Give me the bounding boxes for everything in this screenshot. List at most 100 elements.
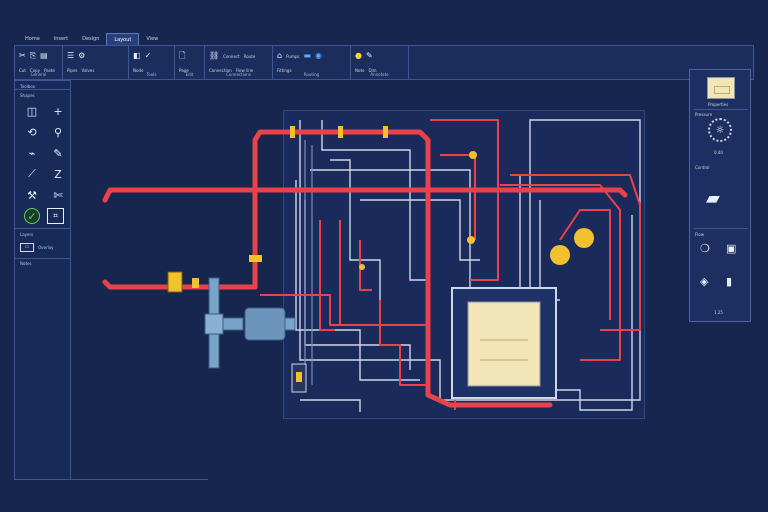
line-tool[interactable]: ⟋ [28, 167, 36, 180]
bulb-icon[interactable]: ● [355, 51, 362, 60]
check-icon[interactable]: ✓ [144, 51, 152, 60]
preview-thumbnail[interactable] [707, 77, 735, 99]
wrench-tool[interactable]: ⚒ [27, 188, 37, 202]
valve-icon[interactable]: ⚙ [78, 51, 86, 60]
junction-dot [467, 236, 475, 244]
tab-view[interactable]: View [146, 36, 159, 42]
scissors-tool[interactable]: ✄ [53, 188, 63, 202]
tab-home[interactable]: Home [25, 36, 40, 42]
junction-dot [469, 151, 477, 159]
confirm-tool[interactable]: ✓ [24, 208, 40, 224]
page-label: Page [179, 67, 189, 73]
fitting [192, 278, 199, 288]
paste-label: Paste [44, 67, 55, 73]
ribbon-group-tools: ◧ ✓ Node Tools [129, 46, 175, 79]
fittings-label: Fittings [277, 67, 292, 73]
flow-value: 1.25 [714, 310, 723, 315]
red-line [559, 209, 611, 320]
layer-label: Overlay [38, 245, 54, 250]
valve-bulb [574, 228, 594, 248]
tank-body [467, 301, 541, 387]
pump-icon[interactable]: ⌂ [277, 51, 283, 60]
fitting-icon[interactable]: ▬ [303, 51, 312, 60]
ribbon-group-general: ✂ ⎘ ▤ Cut Copy Paste General [15, 46, 63, 79]
pressure-label: Pressure [695, 112, 713, 117]
junction-dot [359, 264, 365, 270]
toolbox-subheader: Shapes [20, 93, 35, 98]
ribbon-group-pipes: ☰ ⚙ Pipes Valves [63, 46, 129, 79]
red-line [339, 220, 430, 326]
gauge-icon[interactable]: ◉ [315, 51, 323, 60]
pipes-label: Pipes [67, 67, 78, 73]
notes-label: Notes [20, 261, 32, 266]
red-thin-lines [260, 119, 641, 410]
fitting [290, 126, 295, 138]
paste-icon[interactable]: ▤ [40, 51, 48, 60]
probe-tool[interactable]: ⚲ [53, 125, 63, 139]
ribbon-tabs: Home Insert Design Layout View [18, 33, 165, 46]
note-label: Note [355, 67, 365, 73]
red-line [260, 294, 345, 326]
thin-line [295, 180, 420, 381]
connection-label: Connection [209, 67, 232, 73]
fitting [338, 126, 343, 138]
ribbon-group-connections: ⛓ Connect Route Connection Flow line Con… [205, 46, 273, 79]
toolbox-grid: ◫ + ⟲ ⚲ ⌁ ✎ ⟋ Z ⚒ ✄ ✓ ⌗ [15, 98, 70, 228]
tank-assembly [451, 287, 557, 399]
wire-tool[interactable]: ⌁ [28, 146, 36, 160]
add-tool[interactable]: + [53, 104, 63, 118]
properties-title: Properties [708, 102, 729, 107]
shield-icon[interactable]: ◈ [700, 275, 709, 288]
pen-icon[interactable]: ✎ [365, 51, 373, 60]
group-label-annotate: Annotate [370, 72, 389, 77]
control-label: Control [695, 165, 710, 170]
properties-panel: Properties Pressure ☼ 0.40 Control ▰ Flo… [689, 69, 751, 322]
ribbon-group-routing: ⌂ Pumps ▬ ◉ Fittings Routing [273, 46, 351, 79]
red-line [500, 184, 621, 361]
hot-pipe-main [102, 187, 628, 203]
blue-lines [304, 140, 313, 385]
tab-design[interactable]: Design [82, 36, 100, 42]
red-line [430, 119, 499, 281]
connect-icon[interactable]: ⛓ [209, 51, 220, 60]
valves-label: Valves [81, 67, 95, 73]
tab-layout[interactable]: Layout [106, 33, 140, 45]
flashlight-icon[interactable]: ▰ [706, 188, 720, 209]
cut-icon[interactable]: ✂ [19, 51, 26, 60]
pump-shaft [284, 317, 296, 331]
pressure-dial-icon[interactable]: ☼ [708, 118, 732, 142]
tank-mark [480, 339, 528, 361]
pipe-icon[interactable]: ☰ [67, 51, 75, 60]
sensor-indicator [296, 372, 302, 382]
hot-pipe-loop [252, 129, 553, 408]
zigzag-tool[interactable]: Z [54, 167, 62, 181]
dim-label: Dim [368, 67, 377, 73]
drop-icon[interactable]: ❍ [700, 242, 710, 255]
toolbox-panel: Toolbox Shapes ◫ + ⟲ ⚲ ⌁ ✎ ⟋ Z ⚒ ✄ ✓ ⌗ L… [14, 80, 71, 480]
thin-line [330, 159, 381, 300]
rotate-tool[interactable]: ⟲ [27, 125, 37, 139]
red-line [510, 174, 641, 331]
node-icon[interactable]: ◧ [133, 51, 141, 60]
group-label-edit: Edit [185, 72, 194, 77]
status-divider [70, 479, 208, 480]
page-icon[interactable]: 🗋 [179, 51, 186, 60]
group-label-tools: Tools [146, 72, 157, 77]
flow-label: Flow [695, 232, 705, 237]
layer-row[interactable]: ▭ Overlay [15, 237, 70, 258]
connect-label: Connect [223, 53, 240, 59]
select-tool[interactable]: ◫ [26, 104, 38, 118]
pressure-value: 0.40 [714, 150, 723, 155]
thin-line [321, 120, 430, 281]
cut-label: Cut [19, 67, 26, 73]
thin-line [360, 199, 480, 261]
pencil-tool[interactable]: ✎ [53, 146, 63, 160]
battery-icon[interactable]: ▮ [726, 275, 733, 288]
tab-insert[interactable]: Insert [53, 36, 69, 42]
camera-icon[interactable]: ▣ [726, 242, 737, 255]
grid-tool[interactable]: ⌗ [47, 208, 64, 224]
copy-icon[interactable]: ⎘ [29, 51, 37, 60]
pump-housing [204, 313, 224, 335]
